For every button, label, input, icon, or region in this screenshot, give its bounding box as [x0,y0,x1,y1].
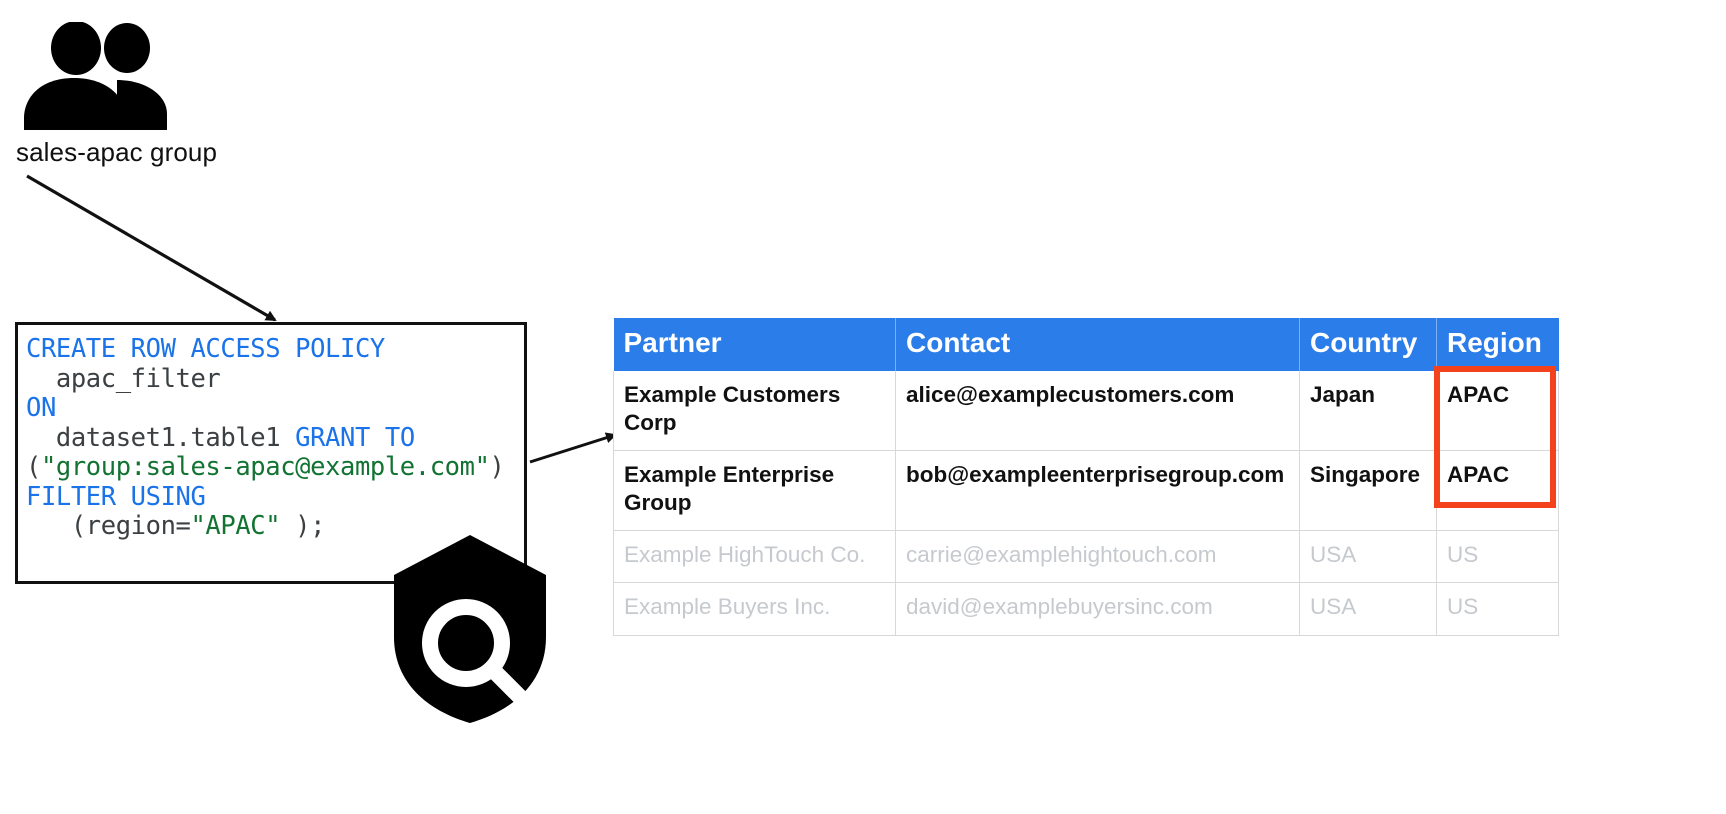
group-label: sales-apac group [16,137,218,167]
cell-country: Japan [1299,371,1437,452]
shield-magnifier-icon [392,533,548,725]
code-token-pln: (region= [26,511,191,541]
cell-region: US [1436,530,1559,584]
code-token-kw: ON [26,393,56,423]
cell-contact: david@examplebuyersinc.com [895,582,1300,636]
cell-partner: Example Buyers Inc. [613,582,896,636]
table-row: Example HighTouch Co.carrie@examplehight… [613,530,1559,584]
sql-code-text: CREATE ROW ACCESS POLICY apac_filter ON … [26,334,516,542]
arrow-group-to-code-icon [26,174,277,322]
column-header-country: Country [1299,318,1437,372]
cell-country: Singapore [1299,450,1437,531]
people-group-icon [18,21,186,130]
column-header-partner: Partner [613,318,896,372]
code-token-pln: ) [489,452,505,482]
column-header-contact: Contact [895,318,1300,372]
cell-region: APAC [1436,450,1559,531]
cell-partner: Example HighTouch Co. [613,530,896,584]
code-token-pln: ); [280,511,326,541]
partner-access-table: Partner Contact Country Region Example C… [613,318,1559,636]
table-row: Example Buyers Inc.david@examplebuyersin… [613,582,1559,636]
column-header-region: Region [1436,318,1559,372]
cell-region: US [1436,582,1559,636]
cell-partner: Example Enterprise Group [613,450,896,531]
cell-contact: alice@examplecustomers.com [895,371,1300,452]
cell-partner: Example Customers Corp [613,371,896,452]
table-header-row: Partner Contact Country Region [613,318,1559,372]
code-token-str: "group:sales-apac@example.com" [40,452,490,482]
code-token-kw: GRANT TO [295,422,415,453]
code-token-str: "APAC" [190,511,281,541]
sql-code-block: CREATE ROW ACCESS POLICY apac_filter ON … [15,322,527,584]
code-token-pln: apac_filter [26,363,221,394]
code-token-kw: FILTER USING [26,481,206,512]
cell-country: USA [1299,582,1437,636]
code-token-kw: CREATE ROW ACCESS POLICY [26,334,385,364]
cell-region: APAC [1436,371,1559,452]
cell-country: USA [1299,530,1437,584]
cell-contact: carrie@examplehightouch.com [895,530,1300,584]
code-token-pln: ( [26,452,41,482]
cell-contact: bob@exampleenterprisegroup.com [895,450,1300,531]
code-token-pln: dataset1.table1 [26,422,296,453]
